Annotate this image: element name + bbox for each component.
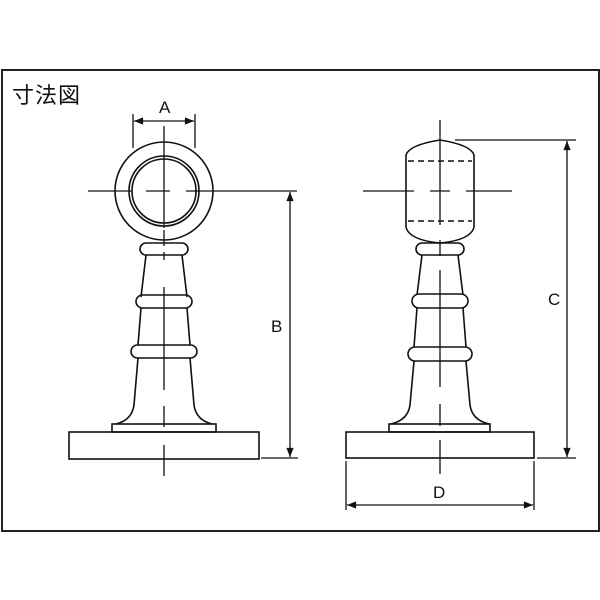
dimension-d [345, 461, 535, 510]
drawing-frame [1, 69, 600, 532]
drawing-title: 寸法図 [12, 84, 82, 109]
side-centerlines [363, 120, 512, 474]
dimension-label-b: B [271, 317, 282, 336]
dimension-label-a: A [159, 98, 171, 117]
front-centerlines [88, 126, 297, 476]
dimension-label-d: D [433, 483, 445, 502]
dimension-c [455, 139, 576, 459]
dimension-a [132, 114, 196, 148]
dimension-label-c: C [548, 290, 560, 309]
barrel-head [405, 139, 475, 244]
dimension-b [261, 192, 298, 459]
